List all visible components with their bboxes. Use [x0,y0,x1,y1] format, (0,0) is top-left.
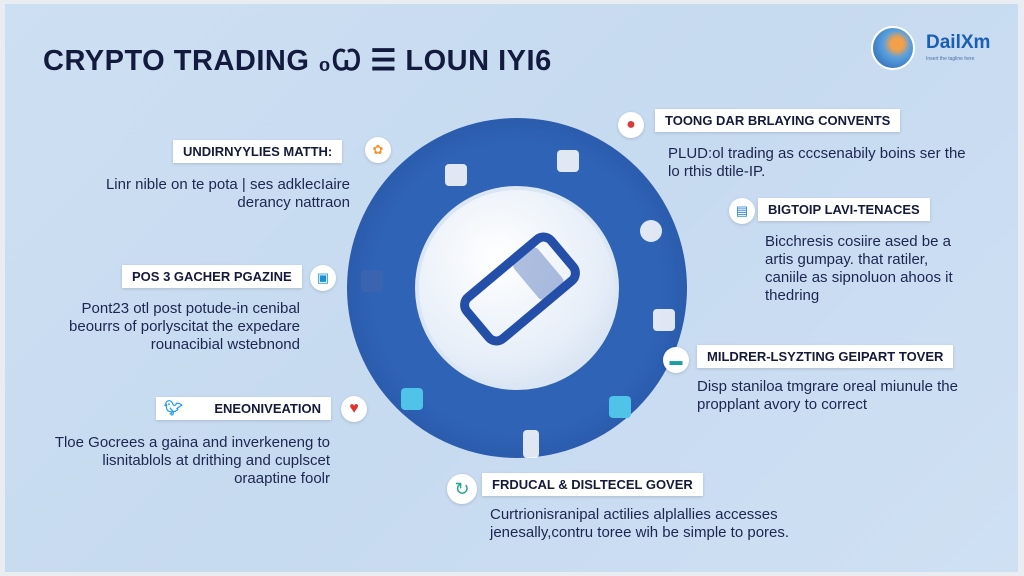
ring-icon [557,150,579,172]
infographic: CRYPTO TRADING ₀Ꞷ ☰ LOUN IYI6 DailXm Ins… [5,4,1018,572]
desc-line: artis gumpay. that ratiler, [765,251,929,268]
logo-globe-icon [871,26,915,70]
item-label: MILDRER-LSYZTING GEIPART TOVER [697,345,954,368]
desc-line: propplant avory to correct [697,396,868,413]
desc-line: PLUD:ol trading as cccsenabily boins ser… [668,145,966,162]
ring-icon [609,396,631,418]
chip-icon: ● [618,112,644,138]
item-label: TOONG DAR BRLAYING CONVENTS [655,109,901,132]
item-label: FRDUCAL & DISLTECEL GOVER [482,473,703,496]
heart-icon: ♥ [341,396,367,422]
refresh-icon: ↻ [447,474,477,504]
desc-line: Tloe Gocrees a gaina and inverkeneng to [54,434,330,451]
desc-line: Pont23 otl post potude-in cenibal [81,300,301,317]
item-label: 🐦︎ ENEONIVEATION [156,397,331,420]
globe-icon: ✿ [365,137,391,163]
ring-icon [640,220,662,242]
desc-line: thedring [765,287,820,304]
desc-line: oraaptine foolr [234,470,330,487]
item-label: BIGTOIP LAVI-TENACES [758,198,930,221]
desc-line: Linr nible on te pota | ses adklecIaire [105,176,350,193]
card-icon: ▤ [729,198,755,224]
item-label: UNDIRNYYLIES MATTH: [173,140,343,163]
item-description: Curtrionisranipal actilies alplallies ac… [490,506,789,542]
desc-line: Disp staniloa tmgrare oreal miunule the [697,378,958,395]
desc-line: caniile as sipnoluon ahoos it [765,269,953,286]
page-title: CRYPTO TRADING ₀Ꞷ ☰ LOUN IYI6 [43,45,552,77]
desc-line: lo rthis dtile-IP. [668,163,766,180]
ring-icon [401,388,423,410]
ring-icon [653,309,675,331]
desc-line: lisnitablols at drithing and cuplscet [102,452,330,469]
ring-icon [523,430,539,458]
wallet-center-icon [460,232,580,346]
desc-line: jenesally,contru toree wih be simple to … [490,524,790,541]
logo-tagline: Insert the tagline here [926,56,975,62]
twitter-icon: 🐦︎ [164,400,184,417]
item-label: POS 3 GACHER PGAZINE [122,265,302,288]
logo-name: DailXm [926,32,991,53]
item-description: PLUD:ol trading as cccsenabily boins ser… [668,145,966,181]
label-text: ENEONIVEATION [214,401,321,416]
desc-line: Curtrionisranipal actilies alplallies ac… [490,506,778,523]
chat-icon: ▣ [310,265,336,291]
wallet-icon: ▬ [663,347,689,373]
desc-line: rounacibial wstebnond [150,336,300,353]
ring-icon [445,164,467,186]
desc-line: beourrs of porlyscitat the expedare [69,318,300,335]
central-circle [415,186,619,390]
ring-icon [361,270,383,292]
desc-line: Bicchresis cosiire ased be a [765,233,951,250]
desc-line: derancy nattraon [237,194,350,211]
